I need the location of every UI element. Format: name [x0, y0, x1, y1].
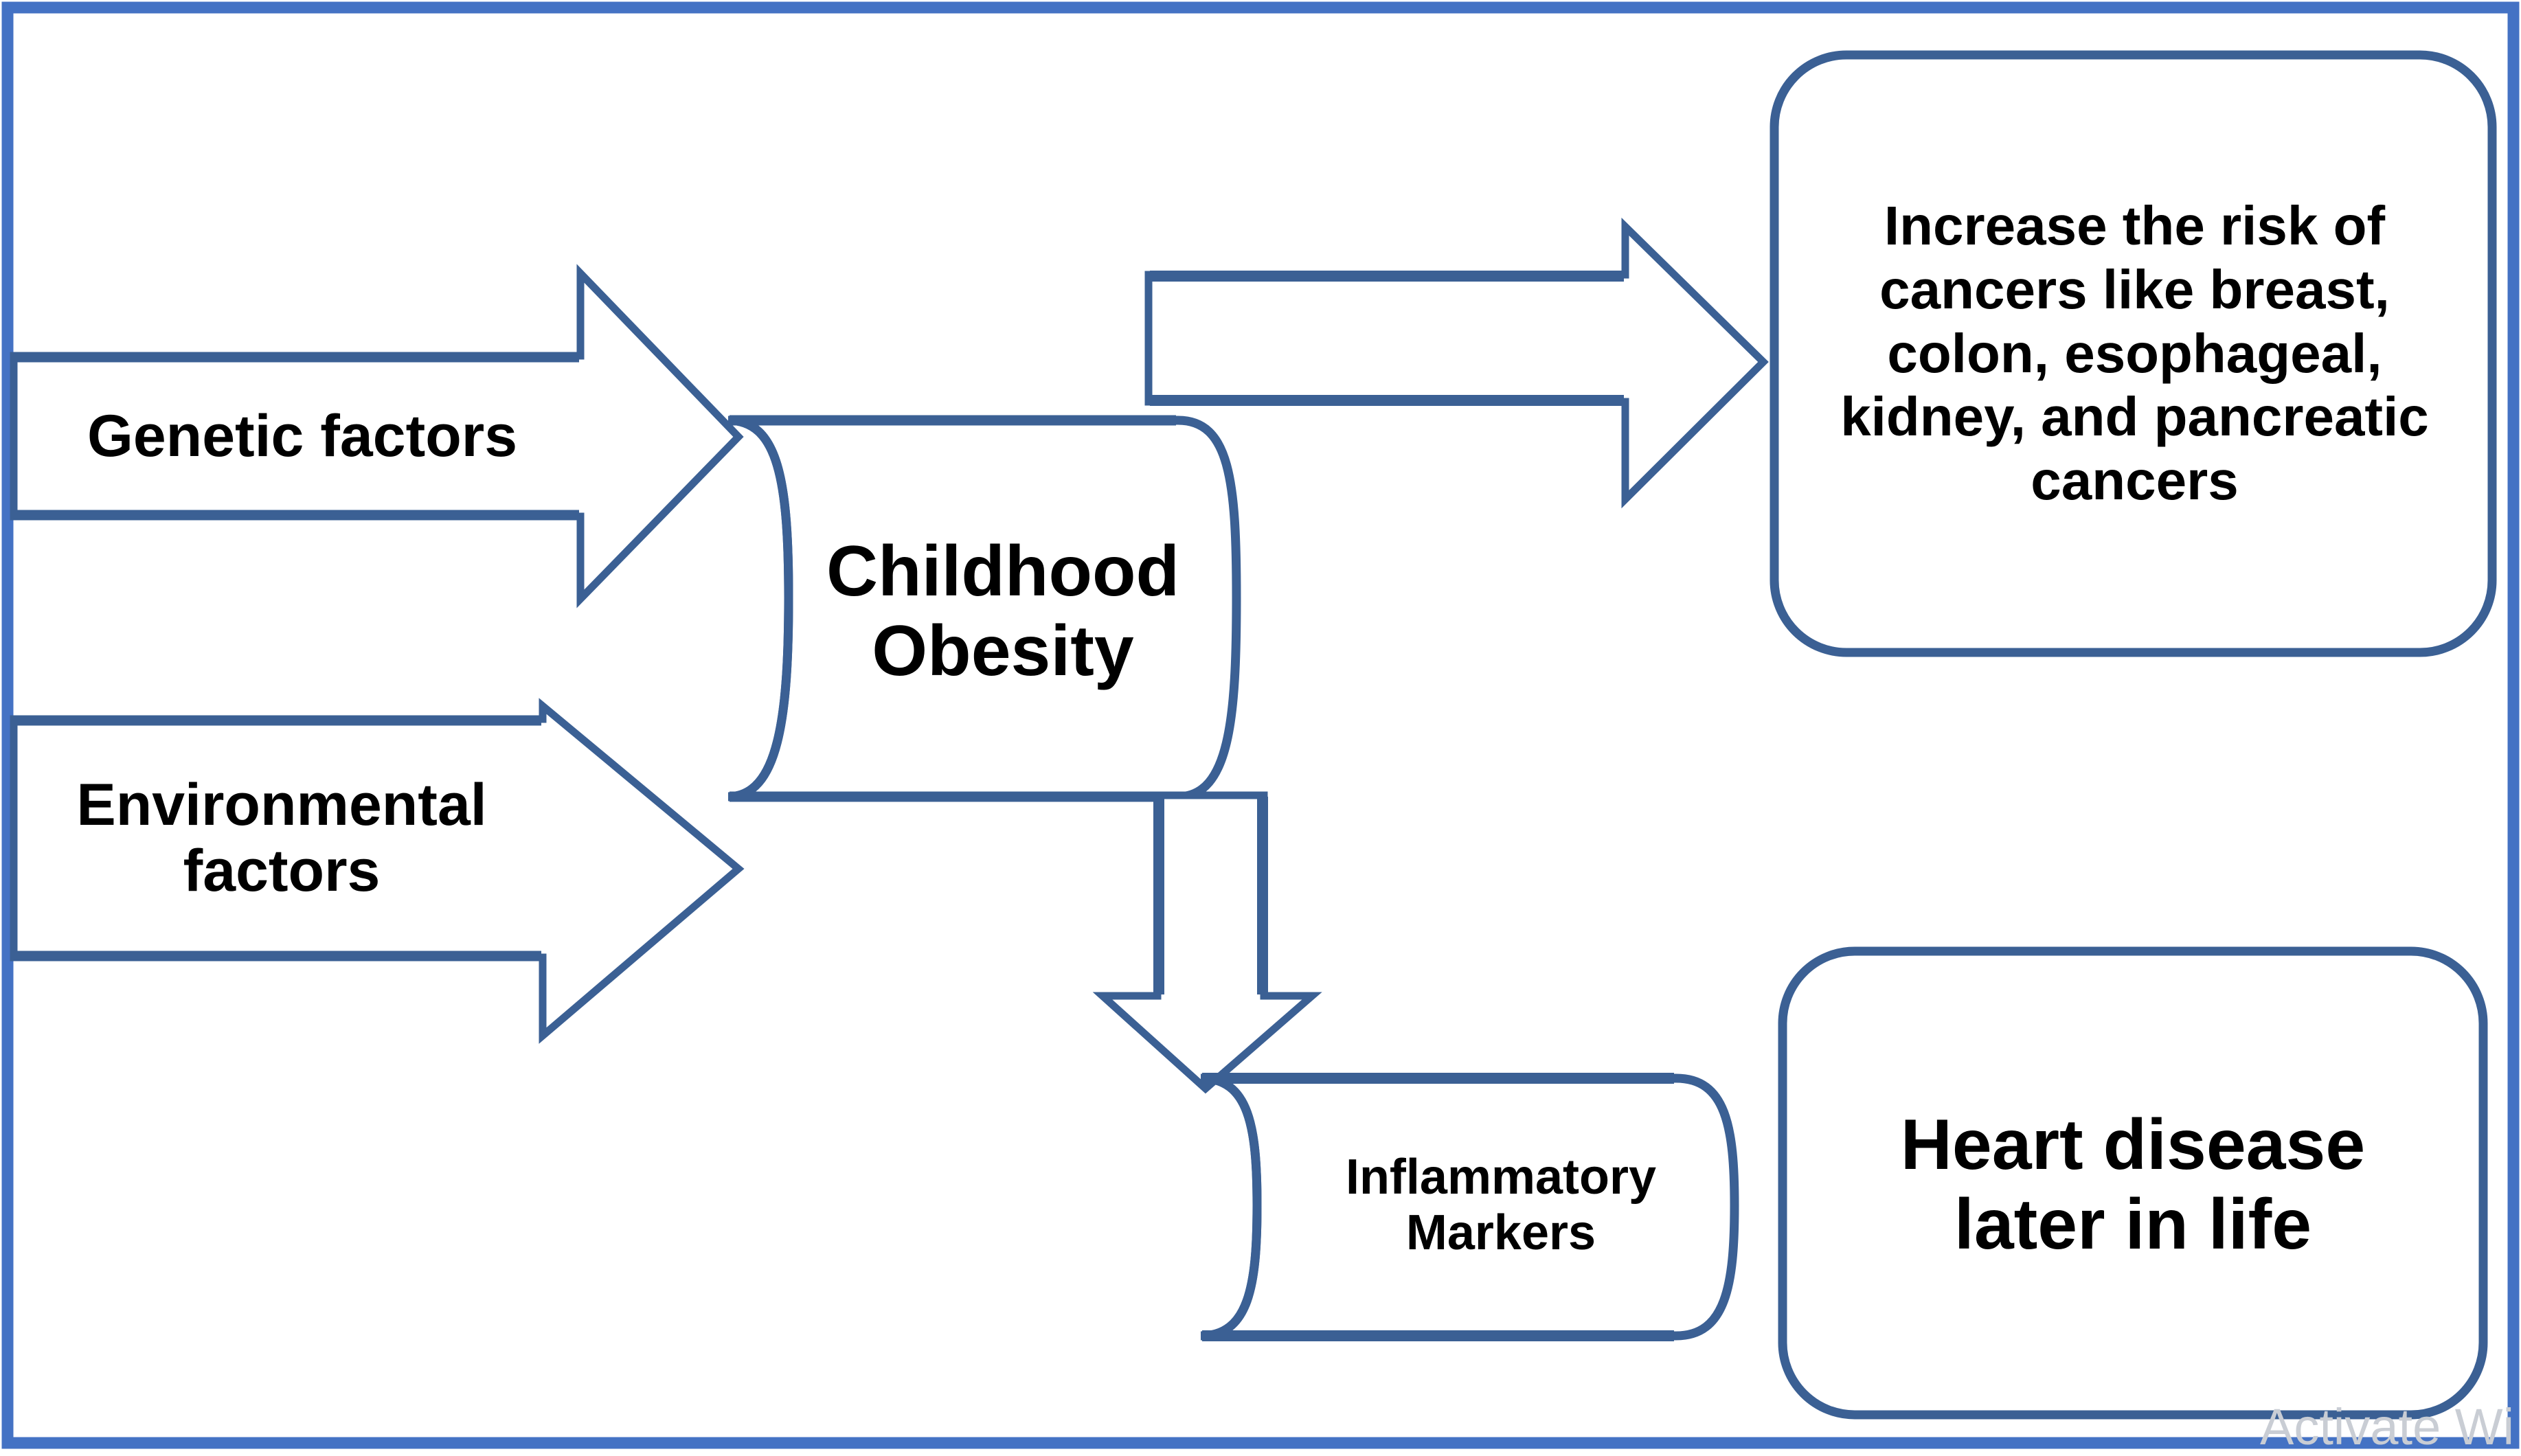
activate-windows-watermark: Activate Wi: [2260, 1398, 2515, 1455]
environmental-factors-arrow-shape[interactable]: [10, 698, 745, 1044]
inflammatory-markers-cylinder-cap: [1200, 1073, 1262, 1341]
obesity-to-cancer-arrow[interactable]: [1144, 217, 1769, 509]
obesity-to-inflammatory-arrow[interactable]: [1092, 791, 1322, 1094]
heart-disease-box-shape[interactable]: [1778, 946, 2488, 1420]
childhood-obesity-cylinder-body[interactable]: [727, 416, 1241, 801]
genetic-factors-arrow-shape[interactable]: [10, 264, 744, 608]
inflammatory-markers-cylinder-body[interactable]: [1200, 1073, 1739, 1341]
childhood-obesity-cylinder-cap: [727, 416, 793, 801]
cancer-risk-box-shape[interactable]: [1770, 50, 2497, 657]
